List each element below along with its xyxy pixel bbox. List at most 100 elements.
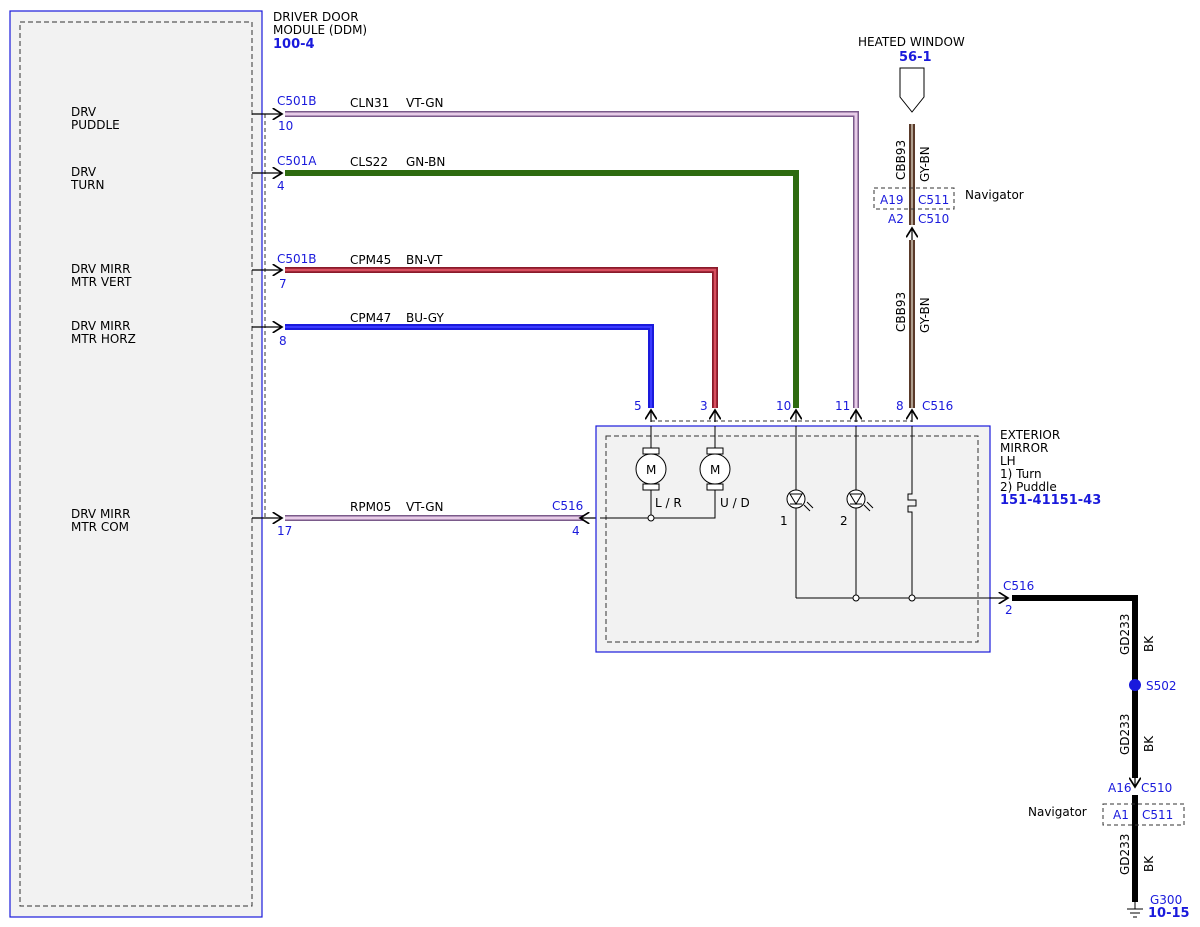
pin-label-puddle-2: PUDDLE	[71, 118, 120, 132]
heated-nav-conn: C511	[918, 193, 949, 207]
motor-ud-cap-top	[706, 447, 724, 455]
ddm-title-line1: DRIVER DOOR	[273, 10, 359, 24]
gd233-circuit-1: GD233	[1118, 614, 1132, 655]
mirror-inner-box	[605, 435, 979, 643]
gd233-color-2: BK	[1142, 735, 1156, 752]
wire-rpm05-end-pin: 4	[572, 524, 580, 538]
heated-window-connector	[899, 67, 925, 113]
motor-ud-cap-bottom	[706, 483, 724, 491]
wire-cln31-fill	[285, 112, 858, 408]
heated-c510-pin: A2	[888, 212, 904, 226]
lamp-puddle-rays	[863, 501, 874, 512]
heated-color-upper: GY-BN	[918, 146, 932, 182]
lamp-puddle-label: 2	[840, 514, 848, 528]
heated-nav-box	[873, 187, 955, 210]
mirror-title-1: EXTERIOR	[1000, 428, 1060, 442]
lamp-puddle-icon	[846, 489, 866, 509]
mirror-pin8: 8	[896, 399, 904, 413]
gd233-color-3: BK	[1142, 855, 1156, 872]
gd233-circuit-2: GD233	[1118, 714, 1132, 755]
wire-cln31-color: VT-GN	[406, 96, 443, 110]
wire-cls22-conn: C501A	[277, 154, 317, 168]
bus-junction-1	[852, 594, 860, 602]
pin-label-vert-1: DRV MIRR	[71, 262, 131, 276]
wire-cpm47-color: BU-GY	[406, 311, 444, 325]
wire-cls22-color: GN-BN	[406, 155, 445, 169]
pin-label-horz-2: MTR HORZ	[71, 332, 136, 346]
wire-rpm05-end-conn: C516	[552, 499, 583, 513]
mirror-conn-c516: C516	[922, 399, 953, 413]
pin-label-turn-1: DRV	[71, 165, 97, 179]
wire-cln31-pin: 10	[278, 119, 293, 133]
wire-cpm47-pin: 8	[279, 334, 287, 348]
lamp-turn-icon	[786, 489, 806, 509]
wire-cls22-circuit: CLS22	[350, 155, 388, 169]
wire-cpm45-circuit: CPM45	[350, 253, 391, 267]
lamp-turn-label: 1	[780, 514, 788, 528]
bus-junction-2	[908, 594, 916, 602]
mirror-pin5: 5	[634, 399, 642, 413]
mirror-pin3: 3	[700, 399, 708, 413]
wire-cln31-conn: C501B	[277, 94, 317, 108]
pin-label-turn-2: TURN	[70, 178, 104, 192]
motor-ud-lead	[600, 490, 716, 519]
ground-nav-pin: A1	[1113, 808, 1129, 822]
mirror-title-4: 1) Turn	[1000, 467, 1042, 481]
lamp-turn-diode	[789, 493, 803, 505]
lamp-puddle-diode	[849, 493, 863, 505]
motor-ud-label: M	[710, 463, 720, 477]
heated-circuit-upper: CBB93	[894, 140, 908, 180]
wire-cln31-circuit: CLN31	[350, 96, 389, 110]
ddm-inner-box	[19, 21, 253, 907]
heated-nav-pin: A19	[880, 193, 903, 207]
heated-c510-conn: C510	[918, 212, 949, 226]
wire-rpm05-pin: 17	[277, 524, 292, 538]
motor-junction	[647, 514, 655, 522]
ground-nav-label: Navigator	[1028, 805, 1087, 819]
ground-nav-conn: C511	[1142, 808, 1173, 822]
mirror-title-3: LH	[1000, 454, 1016, 468]
motor-lr-cap-bottom	[642, 483, 660, 491]
wire-cpm47-circuit: CPM47	[350, 311, 391, 325]
wire-cpm45-color: BN-VT	[406, 253, 443, 267]
motor-lr-text: L / R	[655, 496, 682, 510]
wire-gd233	[1012, 595, 1138, 778]
ground-ref: 10-15	[1148, 906, 1190, 921]
ground-name: G300	[1150, 893, 1182, 907]
ddm-outer-box	[9, 10, 263, 918]
motor-ud-text: U / D	[720, 496, 750, 510]
heater-element-icon	[907, 490, 917, 598]
ground-c510-conn: C510	[1141, 781, 1172, 795]
splice-s502-label: S502	[1146, 679, 1177, 693]
mirror-pin10: 10	[776, 399, 791, 413]
pin-label-com-1: DRV MIRR	[71, 507, 131, 521]
wire-rpm05-circuit: RPM05	[350, 500, 391, 514]
mirror-ref: 151-41151-43	[1000, 493, 1101, 508]
ddm-title-line2: MODULE (DDM)	[273, 23, 367, 37]
heated-nav-label: Navigator	[965, 188, 1024, 202]
mirror-title-5: 2) Puddle	[1000, 480, 1057, 494]
mirror-title-2: MIRROR	[1000, 441, 1048, 455]
ddm-ref: 100-4	[273, 37, 315, 52]
wire-cls22-pin: 4	[277, 179, 285, 193]
ground-pin: 2	[1005, 603, 1013, 617]
ground-conn: C516	[1003, 579, 1034, 593]
motor-lr-label: M	[646, 463, 656, 477]
wire-cpm47	[285, 324, 654, 408]
pin-label-vert-2: MTR VERT	[71, 275, 132, 289]
wire-cpm45-pin: 7	[279, 277, 287, 291]
wire-cpm47-fill	[285, 326, 652, 408]
ground-nav-box	[1102, 803, 1185, 826]
heated-circuit-lower: CBB93	[894, 292, 908, 332]
pin-label-horz-1: DRV MIRR	[71, 319, 131, 333]
splice-s502	[1129, 679, 1141, 691]
wire-cls22	[285, 170, 799, 408]
pin-label-com-2: MTR COM	[71, 520, 129, 534]
wire-cpm45-conn: C501B	[277, 252, 317, 266]
motor-lr-cap-top	[642, 447, 660, 455]
heated-window-ref: 56-1	[899, 50, 932, 65]
gd233-color-1: BK	[1142, 635, 1156, 652]
wire-rpm05-color: VT-GN	[406, 500, 443, 514]
gd233-circuit-3: GD233	[1118, 834, 1132, 875]
